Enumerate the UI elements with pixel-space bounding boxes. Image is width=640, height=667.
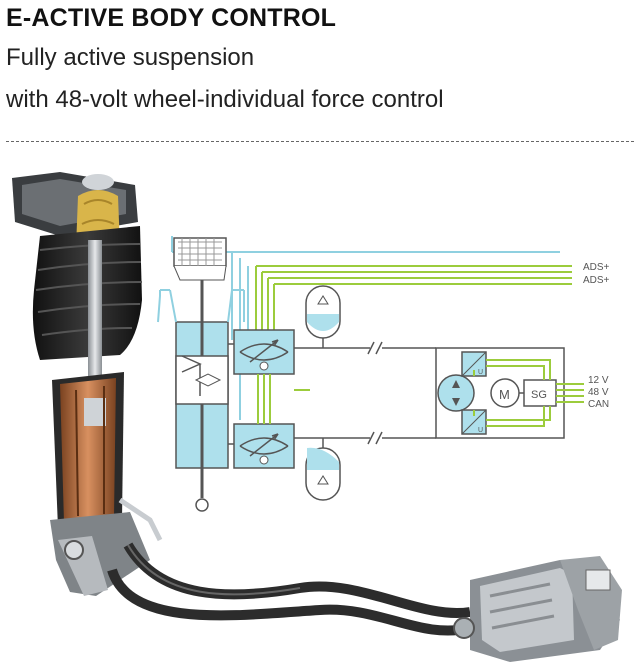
pump-motor-unit <box>453 556 622 662</box>
subtitle-line-2: with 48-volt wheel-individual force cont… <box>6 86 444 113</box>
suspension-diagram: U U M SG ADS+ ADS+ 12 V 48 V CAN <box>12 172 622 662</box>
check-valve-icon <box>259 361 269 371</box>
controller-symbol <box>523 379 557 407</box>
valve-marker-bottom: U <box>478 427 483 434</box>
controller-label: SG <box>531 389 547 401</box>
power-label-can: CAN <box>588 399 609 410</box>
top-bolt <box>82 174 114 190</box>
strut-illustration <box>12 172 163 596</box>
power-label-48v: 48 V <box>588 387 609 398</box>
hydraulic-hose-upper <box>123 542 471 618</box>
subtitle-line-1: Fully active suspension <box>6 44 255 71</box>
power-lines <box>556 383 584 403</box>
bus-label-2: ADS+ <box>583 275 610 286</box>
air-spring-bellows <box>32 226 142 360</box>
accumulator-icon-2 <box>305 447 341 501</box>
bus-label-1: ADS+ <box>583 262 610 273</box>
pump-symbol-icon <box>437 374 475 412</box>
valve-marker-top: U <box>478 369 483 376</box>
page-title: E-ACTIVE BODY CONTROL <box>6 4 337 32</box>
dashed-divider <box>6 141 634 142</box>
hydraulic-hose-lower <box>107 568 472 636</box>
signal-bus-lines <box>256 265 572 285</box>
piston-rod <box>88 240 102 400</box>
motor-label: M <box>499 387 510 402</box>
piston-valve <box>84 398 106 426</box>
accumulator-icon <box>305 285 341 339</box>
hydraulic-schematic: U U M SG <box>157 236 584 512</box>
power-label-12v: 12 V <box>588 375 609 386</box>
